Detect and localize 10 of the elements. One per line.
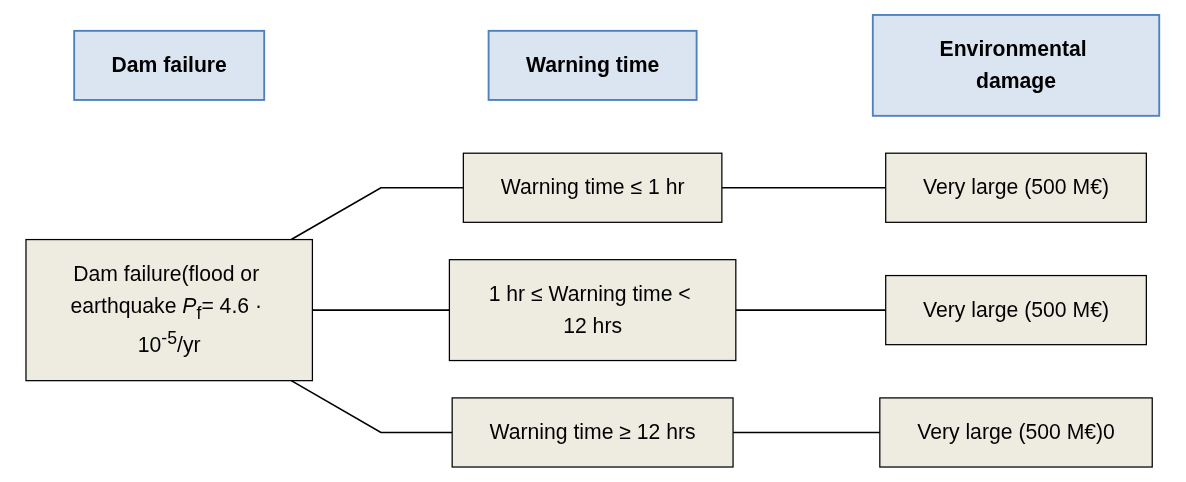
node-box: Very large (500 M€) [885,274,1148,346]
node-box: Warning time [488,29,698,101]
node-box: Environmental damage [872,14,1161,117]
node-box: Warning time ≥ 12 hrs [451,397,735,468]
node-box: Warning time ≤ 1 hr [463,152,723,223]
node-box: Very large (500 M€)0 [879,397,1154,468]
node-box: Dam failure(flood or earthquake P$_{f}$= 4.6 · 10$^{-5}$/yr [25,238,314,382]
node-box: Very large (500 M€) [885,152,1148,223]
node-box: 1 hr ≤ Warning time < 12 hrs [449,259,737,362]
node-box: Dam failure [73,29,266,101]
